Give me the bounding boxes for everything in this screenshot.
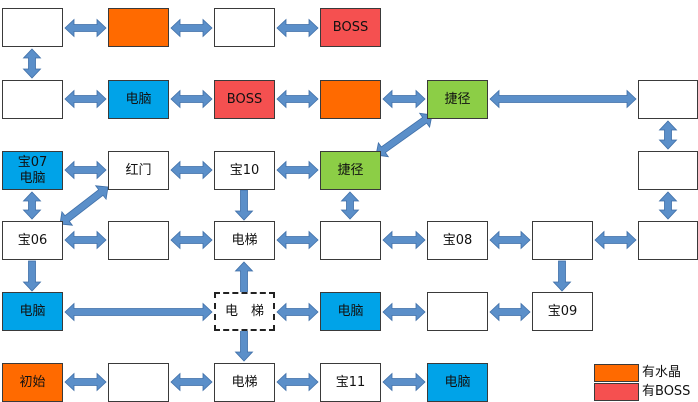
room-r6c4: 宝11 xyxy=(320,363,381,402)
arrow-r2c1-r2c2 xyxy=(64,89,107,109)
room-r3c4: 捷径 xyxy=(320,151,381,190)
arrow-r5c3-r5c4 xyxy=(276,302,319,322)
arrow-r6c2-r6c3 xyxy=(170,372,213,392)
room-r5c6: 宝09 xyxy=(532,292,593,331)
room-r5c3-elevator-shaft: 电 梯 xyxy=(214,292,275,331)
arrow-r5c5-r5c6 xyxy=(489,302,531,322)
legend-crystal-label: 有水晶 xyxy=(642,365,682,380)
arrow-r1c2-r1c3 xyxy=(170,18,213,38)
arrow-r2c5-r2c7 xyxy=(489,89,637,109)
legend-boss-label: 有BOSS xyxy=(642,384,691,399)
room-r1c2 xyxy=(108,8,169,47)
arrow-r5c1-r5c3 xyxy=(64,302,213,322)
room-r4c3: 电梯 xyxy=(214,221,275,260)
room-r2c7 xyxy=(638,80,698,119)
room-r3c3: 宝10 xyxy=(214,151,275,190)
room-r1c1 xyxy=(2,8,63,47)
arrow-r3c2-r4c1 xyxy=(59,185,109,226)
room-r2c1 xyxy=(2,80,63,119)
arrow-r3c4-r4c4 xyxy=(340,191,360,220)
room-r6c3: 电梯 xyxy=(214,363,275,402)
room-r5c4: 电脑 xyxy=(320,292,381,331)
arrow-r1c3-r1c4 xyxy=(276,18,319,38)
arrow-r3c2-r3c3 xyxy=(170,160,213,180)
room-r3c7 xyxy=(638,151,698,190)
room-r6c5: 电脑 xyxy=(427,363,488,402)
room-r4c5: 宝08 xyxy=(427,221,488,260)
room-r1c3 xyxy=(214,8,275,47)
arrow-r4c2-r4c3 xyxy=(170,230,213,250)
room-r4c7 xyxy=(638,221,698,260)
arrow-r4c6-r4c7 xyxy=(594,230,637,250)
arrow-r3c1-r4c1 xyxy=(22,191,42,220)
room-r4c2 xyxy=(108,221,169,260)
arrow-r3c3-r3c4 xyxy=(276,160,319,180)
arrow-r4c1-r4c2 xyxy=(64,230,107,250)
room-r4c6 xyxy=(532,221,593,260)
room-r4c1: 宝06 xyxy=(2,221,63,260)
arrow-r2c3-r2c4 xyxy=(276,89,319,109)
arrow-r6c4-r6c5 xyxy=(382,372,426,392)
room-r6c2 xyxy=(108,363,169,402)
legend-boss-swatch xyxy=(594,383,639,401)
room-r2c2: 电脑 xyxy=(108,80,169,119)
arrow-r4c1-r5c1 xyxy=(22,260,42,292)
room-r1c4: BOSS xyxy=(320,8,381,47)
room-r2c3: BOSS xyxy=(214,80,275,119)
arrow-r4c6-r5c6 xyxy=(552,260,572,292)
arrow-r3c1-r3c2 xyxy=(64,160,107,180)
room-r2c4 xyxy=(320,80,381,119)
arrow-r1c1-r1c2 xyxy=(64,18,107,38)
room-r4c4 xyxy=(320,221,381,260)
arrow-r2c5-r3c4 xyxy=(375,112,433,158)
room-r3c2: 红门 xyxy=(108,151,169,190)
arrow-r6c3-r6c4 xyxy=(276,372,319,392)
arrow-r4c4-r4c5 xyxy=(382,230,426,250)
arrow-r4c5-r4c6 xyxy=(489,230,531,250)
arrow-r1c1-r2c1 xyxy=(22,48,42,79)
arrow-r3c7-r4c7 xyxy=(658,191,678,220)
arrow-r4c3-r4c4 xyxy=(276,230,319,250)
arrow-r6c1-r6c2 xyxy=(64,372,107,392)
arrow-r5c4-r5c5 xyxy=(382,302,426,322)
room-r3c1: 宝07 电脑 xyxy=(2,151,63,190)
arrow-r2c4-r2c5 xyxy=(382,89,426,109)
room-r6c1: 初始 xyxy=(2,363,63,402)
room-r5c1: 电脑 xyxy=(2,292,63,331)
room-r2c5: 捷径 xyxy=(427,80,488,119)
room-r5c5 xyxy=(427,292,488,331)
legend-crystal-swatch xyxy=(594,364,639,382)
arrow-r2c2-r2c3 xyxy=(170,89,213,109)
arrow-r2c7-r3c7 xyxy=(658,120,678,150)
arrow-r3c3-r4c3 xyxy=(234,189,254,221)
